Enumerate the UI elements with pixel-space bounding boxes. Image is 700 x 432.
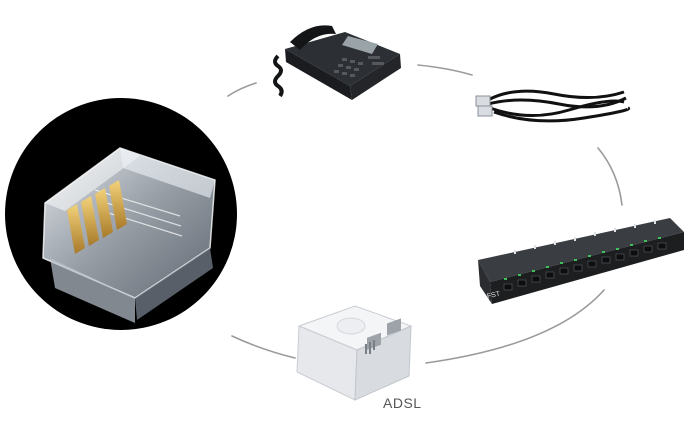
telephone-icon <box>273 25 401 100</box>
splitter-icon <box>296 305 413 401</box>
rj11-plug-icon <box>42 147 216 323</box>
cable-icon <box>475 89 631 123</box>
rj11-connector-image <box>5 98 237 330</box>
patch-panel-icon <box>478 218 684 304</box>
adsl-caption: ADSL <box>383 395 422 411</box>
